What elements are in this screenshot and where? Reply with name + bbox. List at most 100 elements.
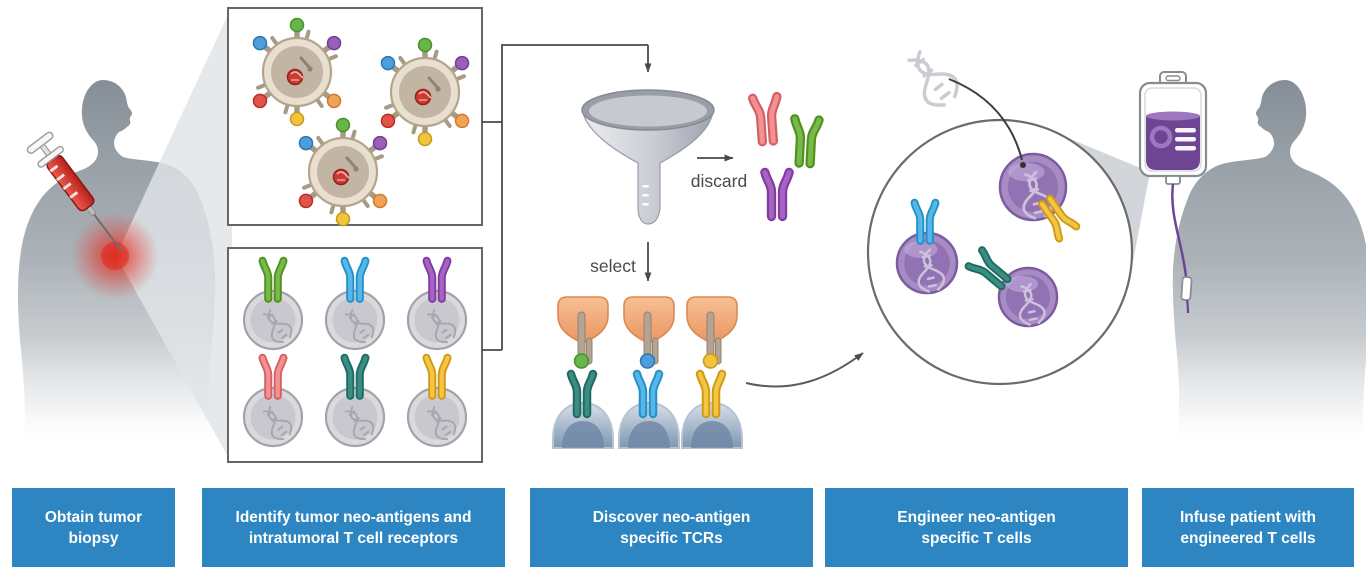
neo-antigen-ball-red xyxy=(380,113,396,129)
reporter-cell-core xyxy=(562,421,604,448)
syringe-tick xyxy=(69,191,79,199)
tcr-body xyxy=(762,169,792,219)
dna-rung xyxy=(353,320,360,326)
mhc-peg xyxy=(643,311,652,359)
mhc-peg xyxy=(577,311,586,359)
chromatin xyxy=(345,156,357,169)
tcr-body xyxy=(792,116,822,167)
tcr-body xyxy=(260,355,286,398)
chromatin-dot xyxy=(307,66,313,72)
funnel-body xyxy=(583,115,713,225)
dna-strand xyxy=(915,50,959,99)
dna-rung xyxy=(359,328,366,334)
dna-rung xyxy=(435,417,442,423)
tcr-body xyxy=(424,258,450,301)
dna-rung xyxy=(1029,187,1040,193)
selected-tcr-yellow xyxy=(695,369,727,419)
tcr-body xyxy=(750,94,780,145)
tcr-body xyxy=(424,355,450,398)
dna-rung xyxy=(362,430,370,436)
syringe-tick xyxy=(62,182,72,190)
tcr-yellow xyxy=(422,353,452,400)
dna-rung xyxy=(1026,177,1038,182)
discarded-tcr-pink xyxy=(748,91,782,147)
transduction-arrow-tip xyxy=(1020,162,1026,168)
dna-rung xyxy=(280,333,288,339)
t-cell xyxy=(324,289,386,351)
assay-unit xyxy=(552,296,614,449)
tcr-body xyxy=(634,371,662,417)
boxes-to-funnel-connector xyxy=(482,44,648,351)
dna-rung xyxy=(914,57,925,68)
dna-rung xyxy=(926,276,935,281)
dna-helix-icon xyxy=(426,308,457,343)
dna-helix-icon xyxy=(1018,283,1046,326)
funnel-gauge-mark xyxy=(642,203,649,206)
dna-rung xyxy=(933,82,944,92)
dna-helix-icon xyxy=(917,248,946,293)
neo-antigen-ball-purple xyxy=(326,35,342,51)
dna-helix-icon xyxy=(344,308,375,343)
dna-rung xyxy=(444,430,452,436)
dna-rung xyxy=(939,90,951,101)
neo-antigen-ball-purple xyxy=(454,55,470,71)
t-cell xyxy=(406,289,468,351)
dna-strand xyxy=(907,58,946,107)
neo-antigen-ball-blue xyxy=(252,35,268,51)
engineered-t-cell xyxy=(997,266,1059,328)
diagram-layers xyxy=(17,6,1366,464)
bag-label-line xyxy=(1175,137,1196,142)
dna-rung xyxy=(280,430,288,436)
dna-helix-icon xyxy=(262,308,293,343)
dna-rung xyxy=(271,320,278,326)
tcr-light-blue xyxy=(340,256,370,303)
dna-rung xyxy=(362,333,370,339)
dna-rung xyxy=(441,425,448,431)
tcr-body xyxy=(966,248,1010,289)
discard-label: discard xyxy=(691,171,747,191)
discarded-tcr-green xyxy=(790,114,824,169)
bag-label-line xyxy=(1175,128,1196,133)
dna-rung xyxy=(1022,288,1032,293)
neo-antigen-ball-orange xyxy=(454,113,470,129)
reporter-cell-core xyxy=(691,421,733,448)
tcr-body xyxy=(342,258,368,301)
funnel-mouth xyxy=(589,95,707,127)
reporter-cell-core xyxy=(628,421,670,448)
mutant-dna-strand xyxy=(418,91,432,99)
tcr-green xyxy=(258,256,288,303)
iv-tube xyxy=(1171,183,1188,278)
t-cell xyxy=(242,289,304,351)
neo-antigen-ball-yellow xyxy=(335,211,351,227)
dna-rung xyxy=(277,328,284,334)
cell-highlight xyxy=(904,241,938,258)
presented-antigen-ball-yellow xyxy=(702,353,719,369)
tumor-site-core xyxy=(101,242,129,270)
dna-helix-icon xyxy=(1022,170,1053,220)
dna-rung xyxy=(271,417,278,423)
dna-rung xyxy=(441,328,448,334)
t-cell-cytoplasm xyxy=(332,297,378,343)
dna-rung xyxy=(1033,209,1044,215)
engineered-tcr-light-blue xyxy=(910,198,940,245)
t-cell-cytoplasm xyxy=(414,297,460,343)
chromatin xyxy=(427,76,439,89)
bag-hanger-slot xyxy=(1165,75,1181,82)
presented-antigen-ball-blue xyxy=(639,353,656,369)
dna-rung xyxy=(277,425,284,431)
tcr-purple xyxy=(422,256,452,303)
tumor-cell xyxy=(298,117,388,227)
dna-rung xyxy=(266,313,274,319)
syringe-needle xyxy=(92,212,124,253)
dna-rung xyxy=(1028,317,1038,322)
tube-clamp xyxy=(1180,276,1193,302)
t-cell-cytoplasm xyxy=(250,394,296,440)
biopsy-zoom-wedge xyxy=(116,6,232,464)
dna-helix-icon xyxy=(907,50,959,107)
mhc-peg xyxy=(706,311,715,359)
dna-helix-icon xyxy=(262,405,293,440)
tcr-body xyxy=(342,355,368,398)
tcr-body xyxy=(1039,196,1079,241)
